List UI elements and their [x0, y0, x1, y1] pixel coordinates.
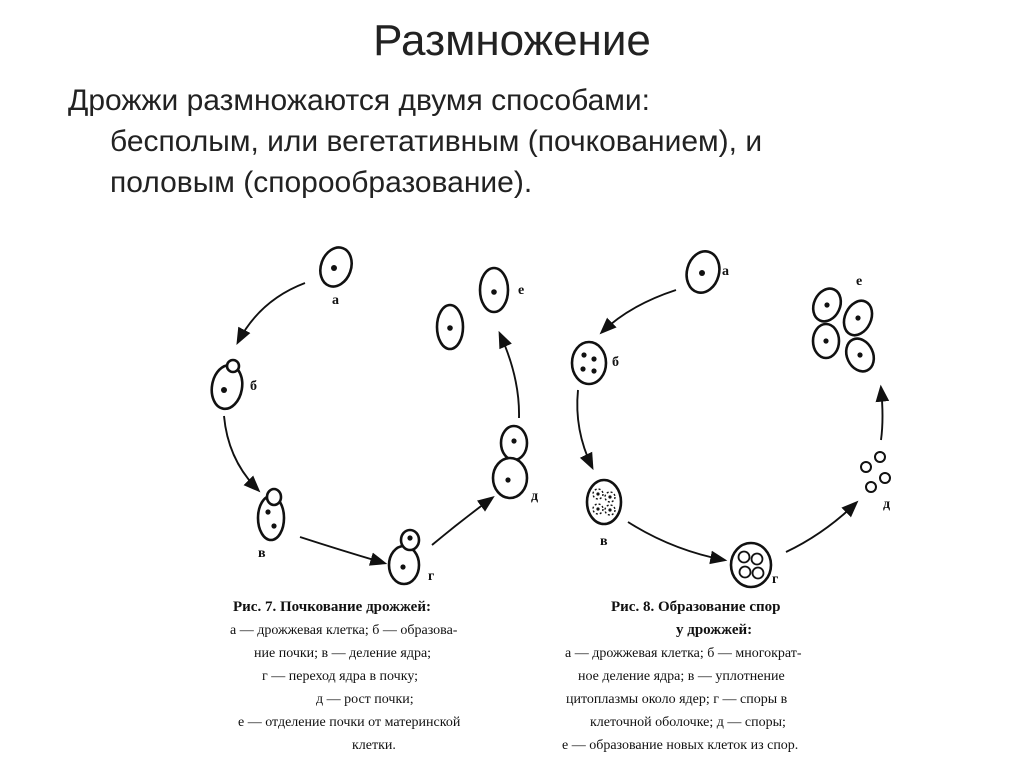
fig8-caption-line: е — образование новых клеток из спор.: [562, 738, 798, 753]
fig8-caption-title: у дрожжей:: [676, 622, 752, 638]
fig7-label-g: г: [428, 569, 434, 584]
fig8-label-v: в: [600, 534, 608, 549]
fig8-label-g: г: [772, 572, 778, 587]
fig7-caption-line: клетки.: [352, 738, 396, 753]
fig8-arrow-v-g: [627, 521, 728, 565]
fig7-cell-v: [256, 487, 286, 542]
fig7-caption-title: Рис. 7. Почкование дрожжей:: [233, 599, 431, 615]
intro-line-1: Дрожжи размножаются двумя способами:: [68, 84, 650, 117]
fig7-cell-e: [435, 266, 510, 351]
fig8-cells-e: [811, 287, 876, 373]
fig7-cell-d: [491, 424, 529, 500]
fig7-caption-line: ние почки; в — деление ядра;: [254, 646, 431, 661]
fig8-label-e: е: [856, 274, 862, 289]
fig7-cell-b: [210, 358, 244, 411]
fig8-label-a: а: [722, 264, 729, 279]
fig8-cell-v: [585, 478, 623, 526]
figure-7-budding: а б в г д: [210, 246, 538, 753]
fig7-label-v: в: [258, 546, 266, 561]
fig7-arrow-g-d: [431, 495, 495, 546]
fig7-arrow-b-v: [223, 415, 261, 493]
fig8-arrow-g-d: [785, 500, 859, 553]
fig7-label-e: е: [518, 283, 524, 298]
fig7-arrow-v-g: [299, 536, 388, 566]
fig7-caption-line: д — рост почки;: [316, 692, 414, 707]
figure-8-spores: а б в г: [562, 249, 891, 753]
fig8-caption-line: ное деление ядра; в — уплотнение: [578, 669, 785, 684]
fig8-caption-title: Рис. 8. Образование спор: [611, 599, 780, 615]
fig8-arrow-b-v: [576, 389, 594, 471]
intro-line-2: бесполым, или вегетативным (почкованием)…: [110, 125, 763, 158]
fig8-label-b: б: [612, 355, 619, 370]
slide-title: Размножение: [373, 16, 651, 65]
fig7-label-d: д: [531, 489, 538, 504]
fig7-cell-g: [387, 528, 421, 586]
fig7-caption-line: а — дрожжевая клетка; б — образова-: [230, 623, 458, 638]
fig7-cell-a: [319, 246, 353, 288]
fig8-cell-a: [685, 249, 721, 295]
fig8-caption-line: а — дрожжевая клетка; б — многократ-: [565, 646, 802, 661]
intro-line-3: половым (спорообразование).: [110, 166, 533, 199]
fig8-label-d: д: [883, 497, 890, 512]
fig8-caption-line: клеточной оболочке; д — споры;: [590, 715, 786, 730]
fig7-arrow-a-b: [236, 282, 306, 346]
fig8-arrow-d-e: [875, 384, 890, 441]
fig7-label-b: б: [250, 379, 257, 394]
fig8-arrow-a-b: [599, 289, 677, 335]
fig8-spores-d: [860, 451, 891, 493]
fig8-cell-b: [570, 340, 608, 386]
intro-text: Дрожжи размножаются двумя способами: бес…: [68, 80, 968, 203]
fig7-arrow-d-e: [498, 330, 520, 419]
fig7-caption-line: е — отделение почки от материнской: [238, 715, 461, 730]
fig7-caption-line: г — переход ядра в почку;: [262, 669, 418, 684]
fig7-label-a: а: [332, 293, 339, 308]
fig8-caption-line: цитоплазмы около ядер; г — споры в: [566, 692, 788, 707]
fig8-cell-g: [729, 541, 773, 589]
